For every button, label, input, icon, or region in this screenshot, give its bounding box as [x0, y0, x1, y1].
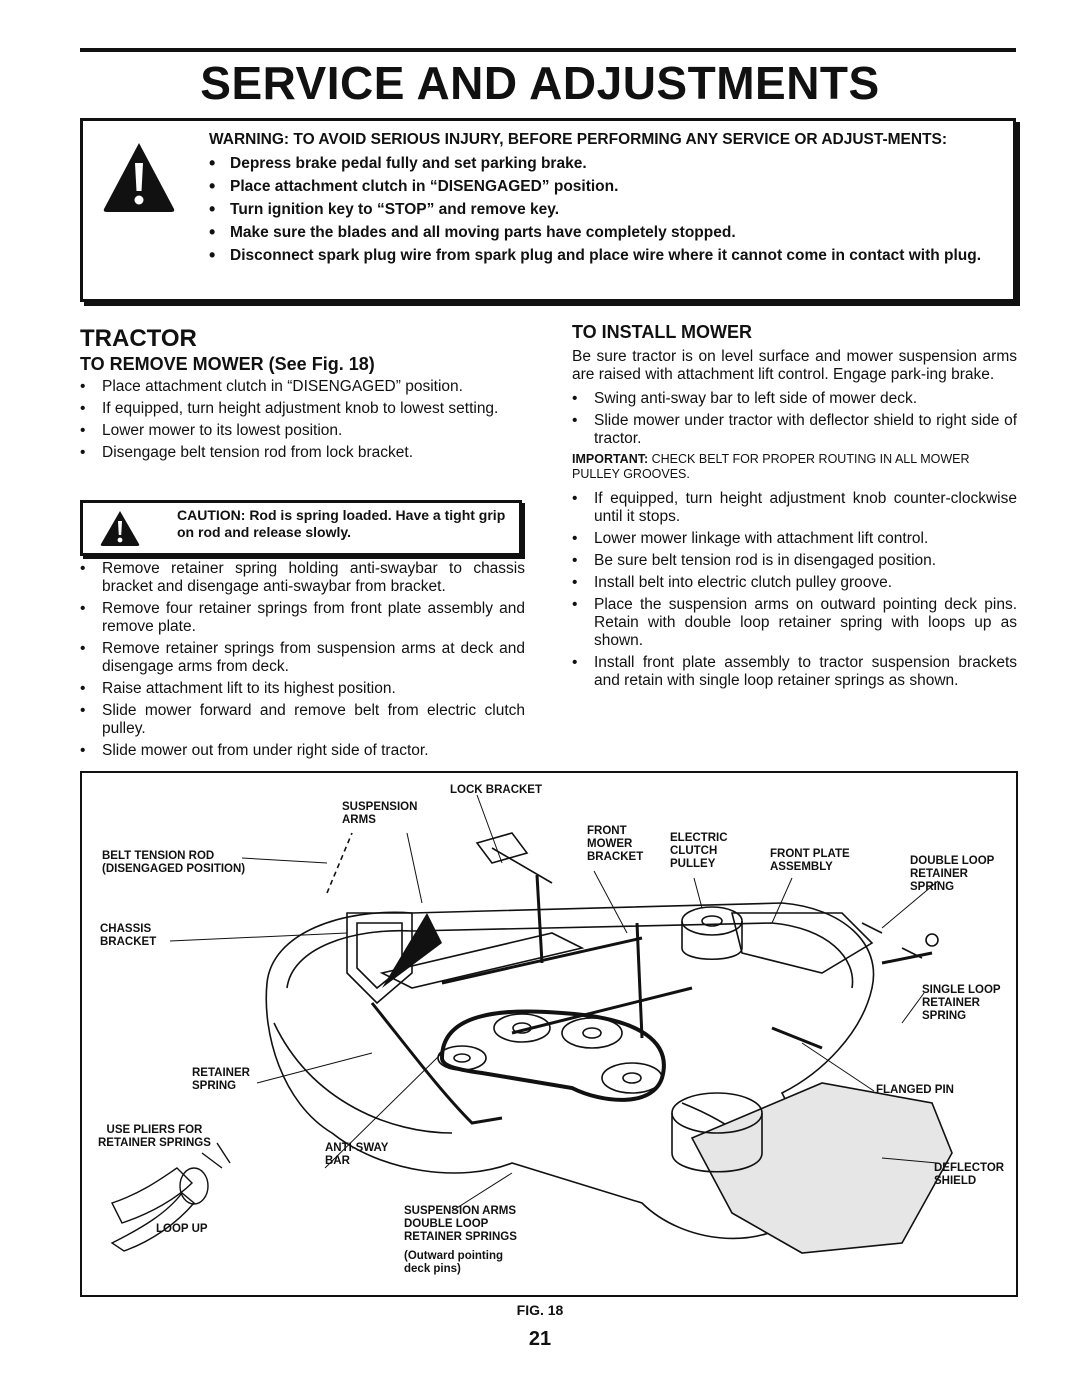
- warning-item: Depress brake pedal fully and set parkin…: [209, 154, 989, 173]
- label-electric-clutch-pulley: ELECTRIC CLUTCH PULLEY: [670, 832, 728, 870]
- label-chassis-bracket: CHASSIS BRACKET: [100, 923, 157, 948]
- subsection-title-remove: TO REMOVE MOWER (See Fig. 18): [80, 354, 375, 374]
- warning-item: Place attachment clutch in “DISENGAGED” …: [209, 177, 989, 196]
- page-number: 21: [528, 1328, 552, 1350]
- page-title: SERVICE AND ADJUSTMENTS: [200, 57, 880, 109]
- figure-caption: FIG. 18: [516, 1302, 564, 1318]
- important-text: CHECK BELT FOR PROPER ROUTING IN ALL MOW…: [572, 452, 970, 481]
- remove-step: Remove retainer springs from suspension …: [80, 640, 525, 676]
- install-step: Slide mower under tractor with deflector…: [572, 412, 1017, 448]
- label-outward-pointing-deck-pins: (Outward pointing deck pins): [404, 1250, 504, 1275]
- warning-heading: WARNING: TO AVOID SERIOUS INJURY, BEFORE…: [209, 131, 948, 148]
- warning-text: WARNING: TO AVOID SERIOUS INJURY, BEFORE…: [209, 131, 989, 270]
- caution-box: CAUTION: Rod is spring loaded. Have a ti…: [80, 500, 522, 556]
- remove-step: Place attachment clutch in “DISENGAGED” …: [80, 378, 525, 396]
- label-suspension-arms: SUSPENSION ARMS: [342, 801, 418, 826]
- remove-step: Remove four retainer springs from front …: [80, 600, 525, 636]
- label-deflector-shield: DEFLECTOR SHIELD: [934, 1162, 1005, 1187]
- label-belt-tension-rod: BELT TENSION ROD (DISENGAGED POSITION): [102, 850, 246, 875]
- install-step: Lower mower linkage with attachment lift…: [572, 530, 1017, 548]
- warning-icon: [103, 143, 175, 212]
- install-intro: Be sure tractor is on level surface and …: [572, 348, 1017, 383]
- install-step: Install front plate assembly to tractor …: [572, 654, 1017, 690]
- label-suspension-arms-double-loop: SUSPENSION ARMS DOUBLE LOOP RETAINER SPR…: [404, 1205, 517, 1243]
- subsection-title-install: TO INSTALL MOWER: [572, 322, 752, 342]
- remove-step: Remove retainer spring holding anti-sway…: [80, 560, 525, 596]
- label-double-loop-retainer-spring: DOUBLE LOOP RETAINER SPRING: [910, 855, 995, 893]
- label-use-pliers: USE PLIERS FOR RETAINER SPRINGS: [98, 1124, 211, 1149]
- label-retainer-spring: RETAINER SPRING: [192, 1067, 250, 1092]
- install-step: Place the suspension arms on outward poi…: [572, 596, 1017, 650]
- warning-item: Turn ignition key to “STOP” and remove k…: [209, 200, 989, 219]
- install-column: Be sure tractor is on level surface and …: [572, 348, 1017, 694]
- caution-text: CAUTION: Rod is spring loaded. Have a ti…: [177, 507, 506, 540]
- remove-step: Slide mower out from under right side of…: [80, 742, 525, 760]
- mower-deck-illustration: [110, 794, 953, 1254]
- install-step: Be sure belt tension rod is in disengage…: [572, 552, 1017, 570]
- top-rule: [80, 48, 1016, 52]
- important-note: IMPORTANT: CHECK BELT FOR PROPER ROUTING…: [572, 452, 1017, 482]
- remove-step: Lower mower to its lowest position.: [80, 422, 525, 440]
- warning-box: WARNING: TO AVOID SERIOUS INJURY, BEFORE…: [80, 118, 1016, 302]
- install-step: Install belt into electric clutch pulley…: [572, 574, 1017, 592]
- remove-steps-a: Place attachment clutch in “DISENGAGED” …: [80, 378, 525, 466]
- label-loop-up: LOOP UP: [156, 1223, 208, 1235]
- label-front-plate-assembly: FRONT PLATE ASSEMBLY: [770, 848, 850, 873]
- install-step: If equipped, turn height adjustment knob…: [572, 490, 1017, 526]
- label-lock-bracket: LOCK BRACKET: [450, 784, 542, 796]
- warning-item: Disconnect spark plug wire from spark pl…: [209, 246, 989, 265]
- remove-steps-b: Remove retainer spring holding anti-sway…: [80, 560, 525, 764]
- important-label: IMPORTANT:: [572, 452, 649, 466]
- label-anti-sway-bar: ANTI-SWAY BAR: [325, 1142, 389, 1167]
- section-title-tractor: TRACTOR: [80, 325, 197, 352]
- remove-step: Disengage belt tension rod from lock bra…: [80, 444, 525, 462]
- label-front-mower-bracket: FRONT MOWER BRACKET: [587, 825, 644, 863]
- remove-step: Raise attachment lift to its highest pos…: [80, 680, 525, 698]
- warning-item: Make sure the blades and all moving part…: [209, 223, 989, 242]
- caution-icon: [100, 511, 140, 546]
- remove-step: Slide mower forward and remove belt from…: [80, 702, 525, 738]
- install-step: Swing anti-sway bar to left side of mowe…: [572, 390, 1017, 408]
- warning-list: Depress brake pedal fully and set parkin…: [209, 154, 989, 265]
- label-single-loop-retainer-spring: SINGLE LOOP RETAINER SPRING: [922, 984, 1001, 1022]
- remove-step: If equipped, turn height adjustment knob…: [80, 400, 525, 418]
- figure-18: LOCK BRACKET SUSPENSION ARMS BELT TENSIO…: [80, 771, 1018, 1297]
- label-flanged-pin: FLANGED PIN: [876, 1084, 954, 1096]
